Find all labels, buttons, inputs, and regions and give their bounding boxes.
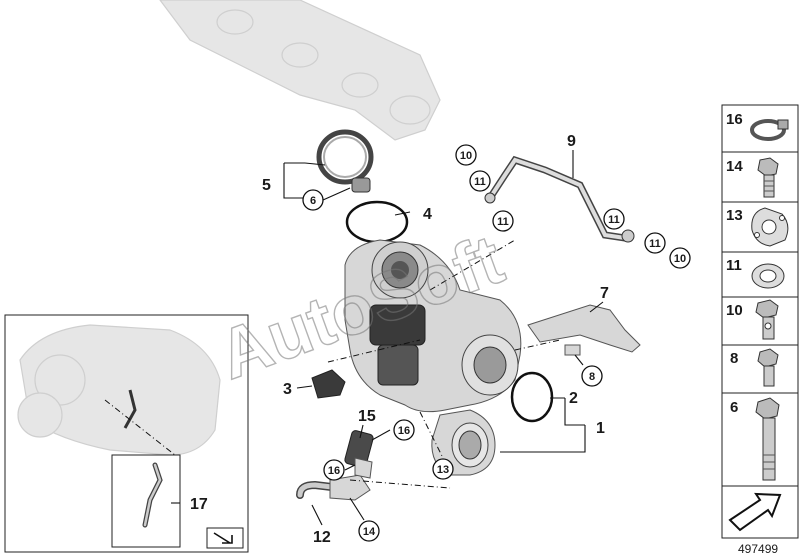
svg-text:13: 13 [437,464,449,476]
legend-num-13: 13 [726,207,743,224]
callout-1: 1 [596,420,605,437]
hex-bolt-short-icon [757,157,779,198]
inset-panel [4,314,249,553]
circled-callout-11-c: 11 [603,208,625,230]
legend-num-14: 14 [726,158,743,175]
callout-12: 12 [313,529,331,546]
circled-callout-8: 8 [581,365,603,387]
circled-callout-10-top: 10 [455,144,477,166]
leader-lines [171,150,604,526]
circled-callouts: 6 8 10 10 11 11 11 11 [302,144,691,542]
svg-text:6: 6 [310,195,316,207]
oil-feed-line [484,155,635,243]
view-direction-arrow-icon [728,492,782,532]
exhaust-manifold-ghost [159,0,441,141]
flange-gasket-icon [751,207,789,247]
circled-callout-10-right: 10 [669,247,691,269]
sensor-connector [311,369,346,399]
svg-text:16: 16 [398,425,410,437]
gasket-ring-2 [510,371,554,423]
turbocharger [344,239,522,476]
callout-9: 9 [567,133,576,150]
circled-callout-11-b: 11 [492,210,514,232]
diagram-id: 497499 [738,542,778,556]
svg-text:11: 11 [649,238,661,250]
callout-17: 17 [190,496,208,513]
circled-callout-11-d: 11 [644,232,666,254]
svg-text:11: 11 [497,216,509,228]
callout-4: 4 [423,206,432,223]
hex-bolt-long-icon [755,397,780,481]
callout-5: 5 [262,177,271,194]
svg-text:10: 10 [460,150,472,162]
svg-text:11: 11 [608,214,620,226]
svg-text:16: 16 [328,465,340,477]
circled-callout-13: 13 [432,458,454,480]
banjo-bolt-icon [755,299,779,340]
svg-text:14: 14 [363,526,376,538]
hex-bolt-small-icon [757,348,779,387]
parts-legend: 16 14 13 11 10 8 6 [721,104,799,539]
svg-text:10: 10 [674,253,686,265]
oil-return-pipe [296,430,374,501]
svg-text:11: 11 [474,176,486,188]
svg-text:8: 8 [589,371,595,383]
circled-callout-16-a: 16 [393,419,415,441]
callout-numbers: 1 2 3 4 5 7 9 12 15 17 [190,133,609,546]
circled-callout-6: 6 [302,189,324,211]
callout-3: 3 [283,381,292,398]
legend-num-6: 6 [730,399,738,416]
callout-7: 7 [600,285,609,302]
circled-callout-16-b: 16 [323,459,345,481]
legend-num-11: 11 [726,257,742,274]
circled-callout-14: 14 [358,520,380,542]
hose-clamp-icon [750,119,789,141]
legend-num-10: 10 [726,302,743,319]
sealing-ring-icon [751,263,785,289]
support-bracket [527,304,641,356]
legend-num-8: 8 [730,350,738,367]
callout-2: 2 [569,390,578,407]
callout-15: 15 [358,408,376,425]
gasket-ring-4 [345,200,409,244]
legend-num-16: 16 [726,111,743,128]
v-band-clamp [316,129,374,193]
circled-callout-11-a: 11 [469,170,491,192]
